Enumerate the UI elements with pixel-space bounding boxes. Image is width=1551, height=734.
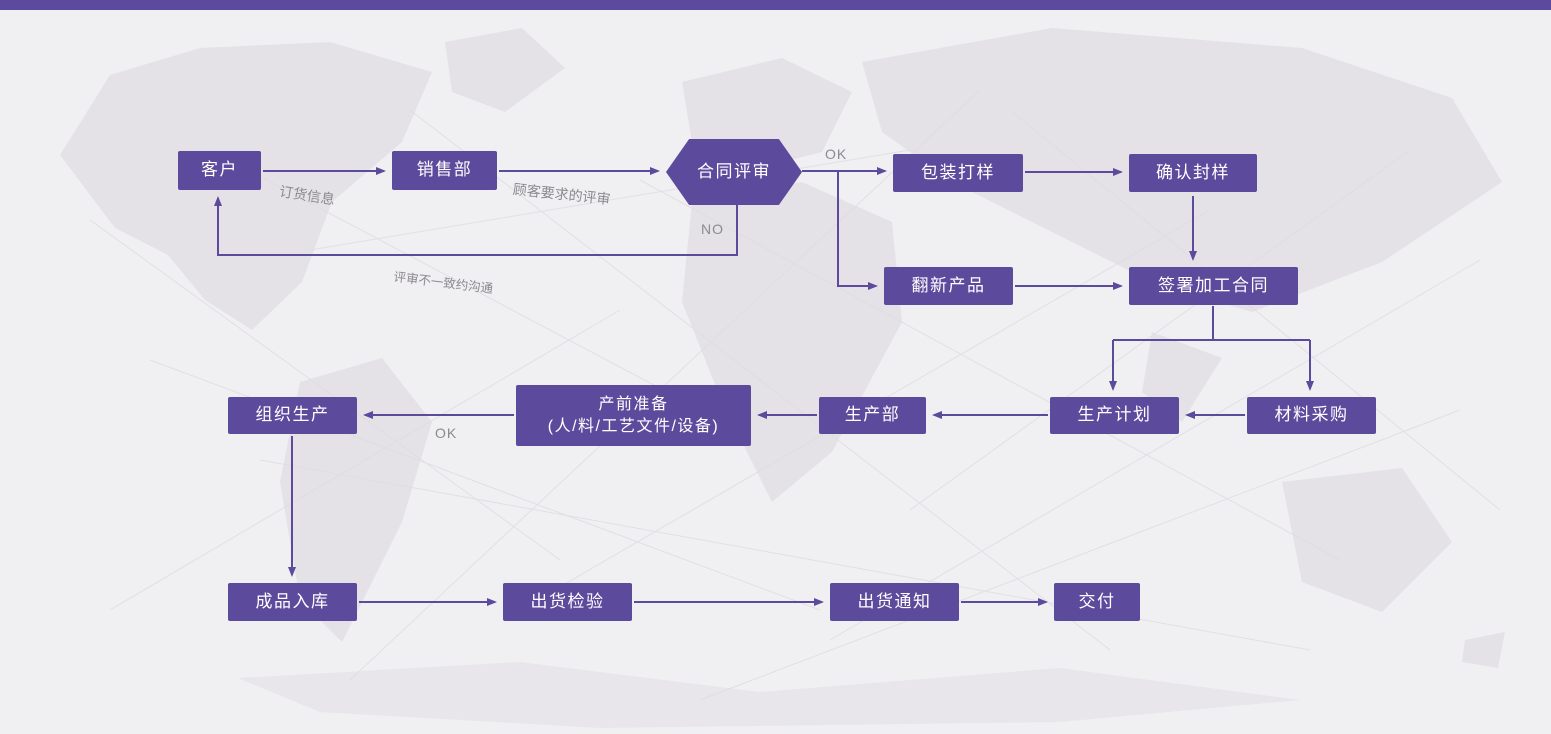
node-customer-label: 客户 [201, 160, 238, 180]
node-contract-review-label: 合同评审 [697, 161, 771, 181]
arrow-no-loop-to-customer [214, 196, 738, 256]
node-organize-production-label: 组织生产 [255, 405, 330, 425]
node-production-dept-label: 生产部 [844, 405, 901, 425]
edge-label-ok-top: OK [825, 146, 848, 162]
edge-label-ok-left: OK [435, 425, 458, 441]
node-sign-processing-contract: 签署加工合同 [1129, 267, 1298, 305]
node-material-purchase: 材料采购 [1247, 397, 1376, 434]
hexagon-shape [666, 139, 802, 205]
node-material-purchase-label: 材料采购 [1274, 405, 1349, 425]
node-packaging-sample-label: 包装打样 [921, 162, 995, 182]
node-pre-production: 产前准备 (人/料/工艺文件/设备) [516, 385, 751, 446]
node-pre-production-line2: (人/料/工艺文件/设备) [547, 417, 720, 435]
node-refurbish-product-label: 翻新产品 [911, 275, 986, 295]
top-accent-bar [0, 0, 1551, 10]
node-packaging-sample: 包装打样 [893, 154, 1023, 192]
node-finished-goods-storage-label: 成品入库 [255, 591, 330, 611]
node-contract-review: 合同评审 [666, 139, 802, 205]
node-production-plan-label: 生产计划 [1077, 405, 1152, 425]
node-sign-processing-contract-label: 签署加工合同 [1158, 275, 1269, 295]
node-shipment-notice: 出货通知 [830, 583, 959, 621]
node-finished-goods-storage: 成品入库 [228, 583, 357, 621]
node-customer: 客户 [178, 151, 261, 190]
node-delivery-label: 交付 [1078, 591, 1116, 611]
node-pre-production-line1: 产前准备 [598, 395, 669, 413]
node-refurbish-product: 翻新产品 [884, 267, 1013, 305]
arrow-review-to-refurbish [837, 171, 878, 290]
node-sales-dept: 销售部 [392, 151, 497, 190]
node-shipment-inspection: 出货检验 [503, 583, 632, 621]
node-shipment-inspection-label: 出货检验 [530, 591, 605, 611]
node-delivery: 交付 [1054, 583, 1140, 621]
node-production-dept: 生产部 [819, 397, 926, 434]
node-organize-production: 组织生产 [228, 397, 357, 434]
node-confirm-seal-sample: 确认封样 [1129, 154, 1257, 192]
node-confirm-seal-sample-label: 确认封样 [1156, 162, 1230, 182]
edge-label-no: NO [701, 221, 724, 237]
node-production-plan: 生产计划 [1050, 397, 1179, 434]
node-shipment-notice-label: 出货通知 [857, 591, 932, 611]
node-sales-dept-label: 销售部 [416, 160, 473, 180]
